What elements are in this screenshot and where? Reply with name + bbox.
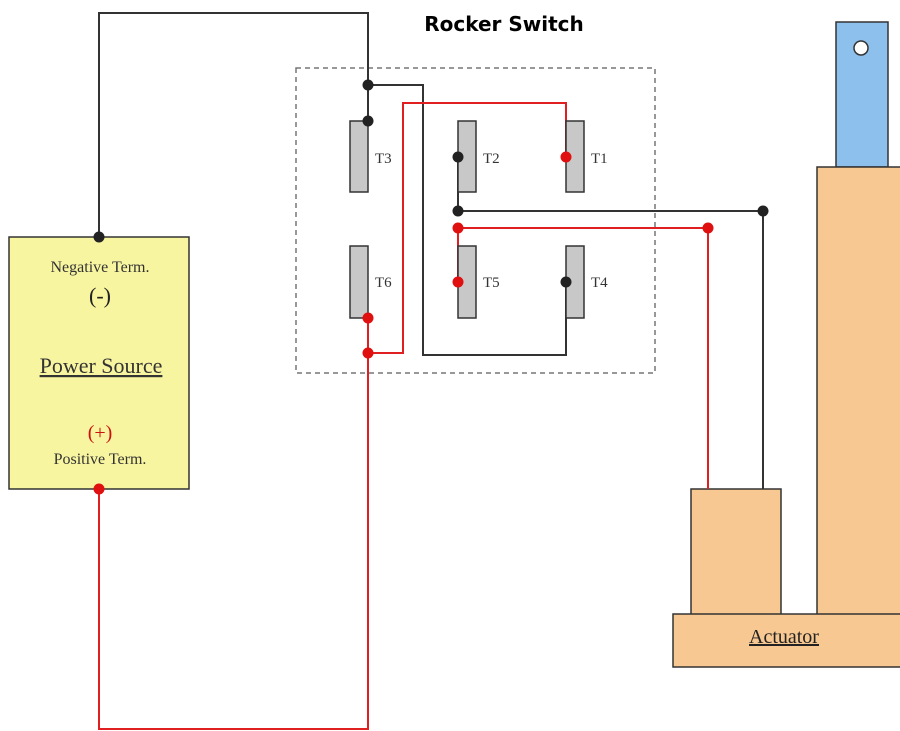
power-source-box — [8, 236, 190, 490]
wire-t2-to-actuator — [457, 157, 764, 489]
rocker-switch-outline — [295, 67, 656, 374]
junction-t5 — [452, 276, 464, 288]
junction-t6 — [362, 312, 374, 324]
junction-negative-term — [93, 231, 105, 243]
wire-pos-to-t6 — [98, 318, 369, 730]
power-source: Negative Term. (-) Power Source (+) Posi… — [8, 236, 190, 490]
junction-t6-bottom — [362, 347, 374, 359]
t3-label: T3 — [375, 151, 392, 167]
terminal-t3 — [349, 120, 369, 193]
negative-wiring — [98, 12, 764, 489]
junction-t2-bridge — [452, 205, 464, 217]
junction-t3-top — [362, 79, 374, 91]
positive-term-label: Positive Term. — [54, 451, 147, 468]
junction-actuator-neg — [757, 205, 769, 217]
terminal-t6 — [349, 245, 369, 319]
negative-sign: (-) — [89, 283, 111, 308]
t2-label: T2 — [483, 151, 500, 167]
actuator-base — [672, 613, 900, 668]
junction-actuator-pos — [702, 222, 714, 234]
positive-junctions — [93, 151, 714, 495]
t1-label: T1 — [591, 151, 608, 167]
junction-t4 — [560, 276, 572, 288]
t4-label: T4 — [591, 275, 608, 291]
junction-t2 — [452, 151, 464, 163]
actuator: Actuator — [672, 21, 900, 668]
wire-t3-to-t4 — [368, 84, 567, 356]
actuator-label: Actuator — [749, 626, 819, 648]
junction-positive-term — [93, 483, 105, 495]
power-source-label: Power Source — [40, 353, 163, 378]
junction-t3 — [362, 115, 374, 127]
junction-t1 — [560, 151, 572, 163]
wire-neg-to-t3 — [98, 12, 369, 237]
negative-term-label: Negative Term. — [51, 259, 150, 276]
diagram-title: Rocker Switch — [424, 12, 584, 36]
switch-terminals — [349, 120, 585, 319]
t5-label: T5 — [483, 275, 500, 291]
junction-t5-bridge — [452, 222, 464, 234]
positive-sign: (+) — [88, 422, 113, 444]
positive-wiring — [98, 102, 709, 730]
negative-junctions — [93, 79, 769, 288]
actuator-mount-hole — [853, 40, 869, 56]
actuator-motor-housing — [690, 488, 782, 617]
actuator-main-body — [816, 166, 900, 617]
t6-label: T6 — [375, 275, 392, 291]
